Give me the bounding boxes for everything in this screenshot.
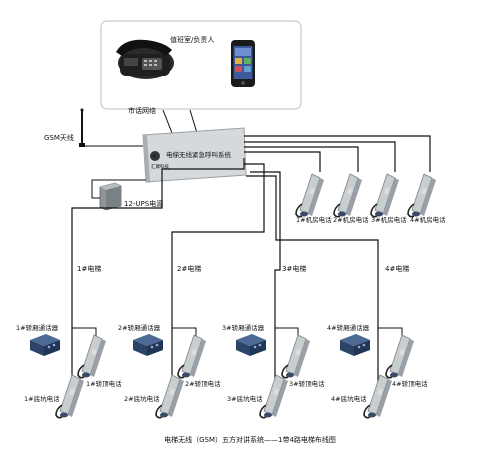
wall-phone-icon (77, 334, 106, 379)
wall-phone-icon (333, 173, 362, 218)
elevator-1-car-top-label: 1#轿顶电话 (86, 379, 122, 388)
svg-text:✦: ✦ (152, 154, 156, 160)
desk-phone-icon (116, 39, 174, 79)
elevator-1-label: 1#电梯 (77, 264, 101, 273)
elevator-4-label: 4#电梯 (385, 264, 409, 273)
elevator-1-pit-label: 1#底坑电话 (24, 394, 60, 403)
elevator-3-label: 3#电梯 (282, 264, 306, 273)
elevator-3-car-top-label: 3#轿顶电话 (289, 379, 325, 388)
wall-phone-icon (259, 374, 288, 419)
duty-room-label: 值班室/负责人 (170, 35, 214, 44)
central-unit-brand: 汇康科技 (151, 163, 169, 170)
elevator-4-intercom-label: 4#轿厢通话器 (327, 323, 370, 332)
wall-phone-icon (370, 173, 399, 218)
elevator-2-label: 2#电梯 (177, 264, 201, 273)
machine-room-phone-3-label: 3#机房电话 (371, 215, 407, 224)
wall-phone-icon (55, 374, 84, 419)
duty-room-box: 值班室/负责人 (100, 20, 302, 110)
gsm-antenna-label: GSM天线 (44, 133, 74, 142)
wall-phone-icon (295, 173, 324, 218)
intercom-icon (236, 334, 266, 356)
wall-phone-icon (407, 173, 436, 218)
antenna-icon (79, 108, 85, 147)
ups-label: 12-UPS电源 (124, 199, 163, 208)
wall-phone-icon (281, 334, 310, 379)
machine-room-phone-4-label: 4#机房电话 (410, 215, 446, 224)
elevator-4-pit-label: 4#底坑电话 (331, 394, 367, 403)
diagram-caption: 电梯无线（GSM）五方对讲系统——1带4路电梯布线图 (164, 435, 336, 444)
elevator-4-car-top-label: 4#轿顶电话 (392, 379, 428, 388)
elevator-2-intercom-label: 2#轿厢通话器 (118, 323, 161, 332)
intercom-icon (30, 334, 60, 356)
elevator-1-intercom-label: 1#轿厢通话器 (16, 323, 59, 332)
machine-room-phone-1-label: 1#机房电话 (296, 215, 332, 224)
central-unit-title: 电梯无线紧急呼叫系统 (166, 150, 232, 159)
mobile-phone-icon (231, 40, 255, 87)
central-unit: ✦ 汇康科技 电梯无线紧急呼叫系统 (142, 127, 247, 183)
wall-phone-icon (155, 374, 184, 419)
elevator-2-car-top-label: 2#轿顶电话 (185, 379, 221, 388)
network-label: 市话网络 (128, 106, 156, 115)
machine-room-phone-2-label: 2#机房电话 (333, 215, 369, 224)
elevator-3-pit-label: 3#底坑电话 (227, 394, 263, 403)
elevator-2-pit-label: 2#底坑电话 (124, 394, 160, 403)
wall-phone-icon (363, 374, 392, 419)
wall-phone-icon (385, 334, 414, 379)
wall-phone-icon (177, 334, 206, 379)
machine-room-wiring (244, 135, 431, 172)
ups-battery-icon (99, 182, 122, 211)
intercom-icon (133, 334, 163, 356)
elevator-wiring (71, 158, 379, 390)
elevator-3-intercom-label: 3#轿厢通话器 (222, 323, 265, 332)
intercom-icon (340, 334, 370, 356)
car-group-wiring (72, 327, 403, 336)
